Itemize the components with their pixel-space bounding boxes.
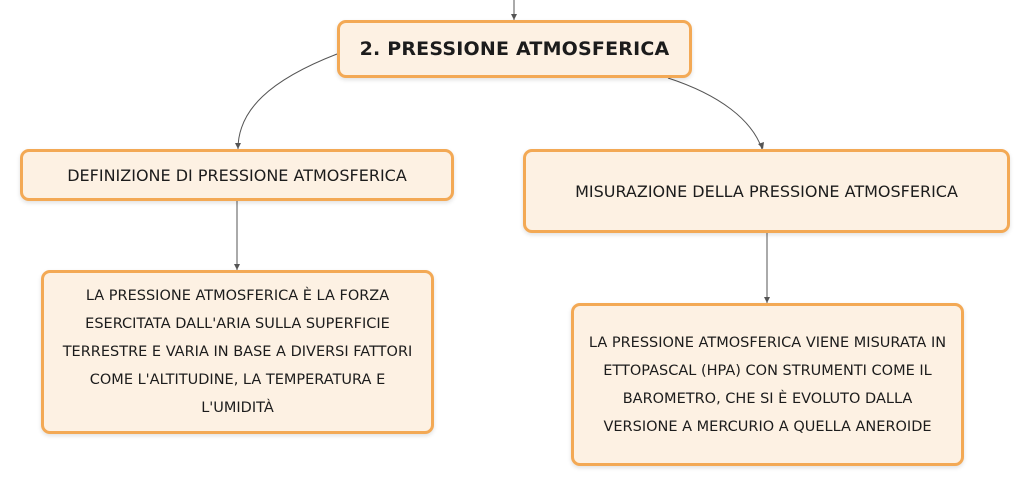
arrowhead-measurement-detail [764, 297, 770, 303]
arrowhead-root [511, 14, 517, 20]
arrowhead-measurement [758, 142, 764, 149]
measurement-node-label: MISURAZIONE DELLA PRESSIONE ATMOSFERICA [575, 181, 958, 201]
arrowhead-definition [235, 143, 241, 149]
root-node-label: 2. PRESSIONE ATMOSFERICA [359, 38, 670, 60]
definition-node[interactable]: DEFINIZIONE DI PRESSIONE ATMOSFERICA [20, 149, 454, 201]
measurement-detail-text: LA PRESSIONE ATMOSFERICA VIENE MISURATA … [588, 334, 947, 435]
definition-node-label: DEFINIZIONE DI PRESSIONE ATMOSFERICA [67, 165, 407, 185]
definition-detail-node[interactable]: LA PRESSIONE ATMOSFERICA È LA FORZA ESER… [41, 270, 434, 434]
measurement-detail-node[interactable]: LA PRESSIONE ATMOSFERICA VIENE MISURATA … [571, 303, 964, 466]
definition-detail-text: LA PRESSIONE ATMOSFERICA È LA FORZA ESER… [62, 288, 413, 416]
root-node[interactable]: 2. PRESSIONE ATMOSFERICA [337, 20, 692, 78]
connector-root-to-definition [237, 53, 338, 150]
connector-root-to-measurement [667, 77, 763, 150]
measurement-node[interactable]: MISURAZIONE DELLA PRESSIONE ATMOSFERICA [523, 149, 1010, 233]
arrowhead-definition-detail [234, 264, 240, 270]
